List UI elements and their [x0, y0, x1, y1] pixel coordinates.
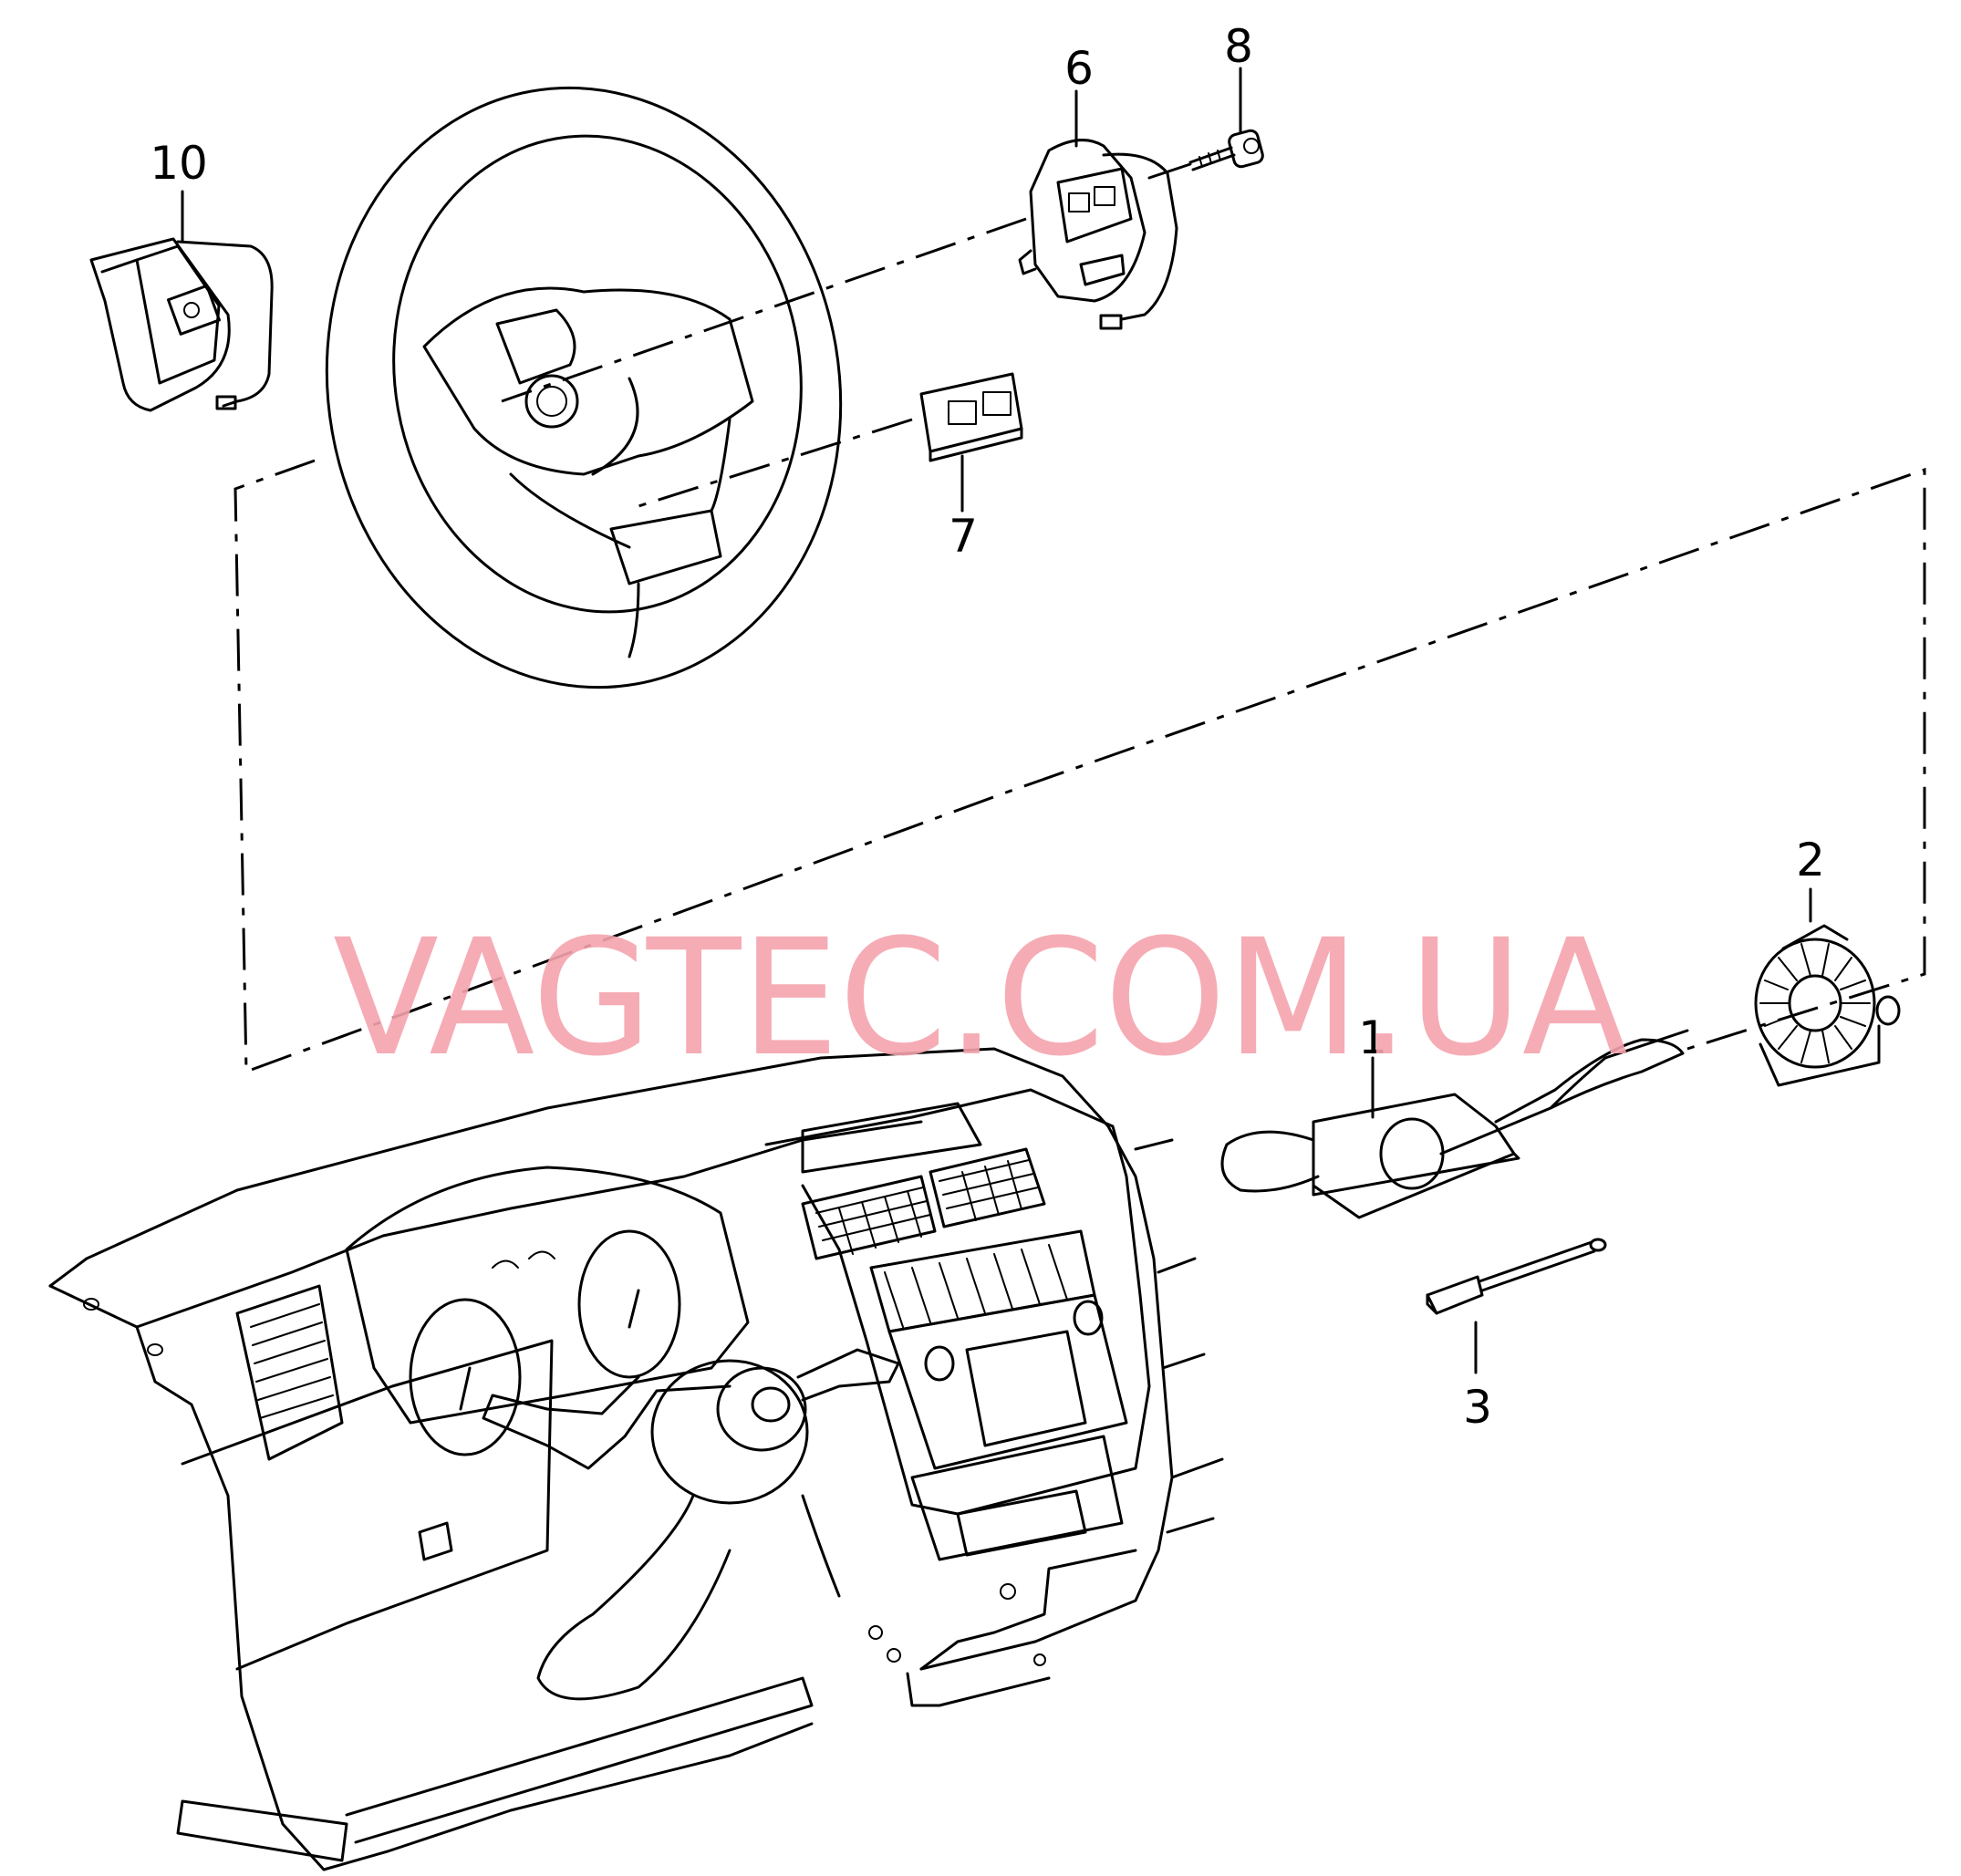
part-2-clock-spring [1754, 887, 1901, 1087]
callout-leaders [181, 67, 1242, 244]
callout-6-label: 6 [1064, 42, 1094, 95]
steering-wheel [325, 86, 843, 689]
callout-10-label: 10 [150, 137, 208, 190]
callout-2-label: 2 [1796, 834, 1825, 886]
assembly-dash-lines [233, 217, 1926, 1074]
callout-labels: 1 6 8 10 7 2 1 3 [150, 20, 1825, 1434]
callout-1-label: 1 [1358, 1011, 1387, 1064]
dashboard-assembly [48, 1047, 1224, 1871]
part-1-combination-switch [1220, 1029, 1689, 1219]
part-10-left-switch-panel [89, 237, 274, 412]
callout-3-label: 3 [1463, 1381, 1492, 1434]
callout-7-label: 7 [949, 510, 978, 563]
part-3-connector [1426, 1238, 1607, 1374]
watermark: VAGTEC.COM.UA [333, 905, 1628, 1092]
part-7-small-switch [919, 372, 1023, 513]
callout-8-label: 8 [1224, 20, 1253, 73]
part-6-right-multifunction-switch [1018, 139, 1178, 330]
